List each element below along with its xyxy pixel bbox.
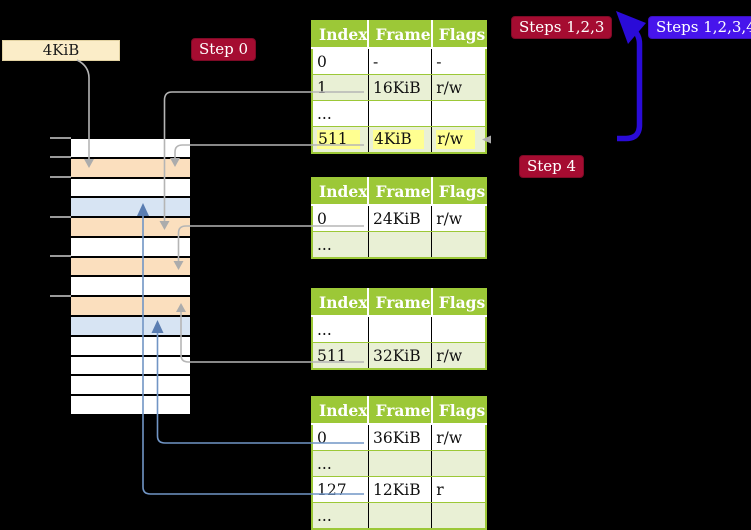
memory-frame-row-peach — [71, 297, 190, 316]
highlighted-value: 511 — [317, 130, 360, 149]
column-header-frame: Frame — [368, 178, 433, 206]
cell-flags: r — [431, 476, 487, 503]
column-header-index: Index — [312, 289, 370, 317]
cell-frame — [368, 100, 433, 127]
cell-flags — [431, 450, 487, 477]
memory-frame-row-blue — [71, 317, 190, 335]
memory-tick — [50, 176, 71, 178]
physical-memory-column — [71, 137, 190, 414]
column-header-index: Index — [312, 178, 370, 206]
cell-frame — [368, 450, 433, 477]
memory-frame-row-white — [71, 178, 190, 197]
memory-frame-row-white — [71, 376, 190, 395]
memory-frame-row-peach — [71, 257, 190, 276]
cell-flags: r/w — [431, 424, 487, 451]
column-header-frame: Frame — [368, 21, 433, 49]
column-header-flags: Flags — [431, 21, 487, 49]
badge-steps-1-2-3: Steps 1,2,3 — [511, 16, 613, 39]
column-header-flags: Flags — [431, 397, 487, 425]
cell-index: ... — [312, 100, 369, 127]
badge-step-4: Step 4 — [519, 155, 585, 178]
cell-frame — [368, 316, 433, 343]
cell-index: 127 — [312, 476, 369, 503]
memory-frame-row-white — [71, 139, 190, 157]
badge-step-0: Step 0 — [191, 38, 257, 61]
memory-tick — [50, 215, 71, 218]
column-header-frame: Frame — [368, 397, 433, 425]
cell-flags: r/w — [431, 205, 487, 232]
page-table-row: 0-- — [312, 48, 487, 75]
memory-frame-row-white — [71, 356, 190, 375]
cell-index: ... — [312, 502, 369, 529]
cell-frame: 36KiB — [368, 424, 433, 451]
cell-frame: 12KiB — [368, 476, 433, 503]
cell-index: 511 — [312, 342, 369, 369]
column-header-index: Index — [312, 397, 370, 425]
page-table-row: ... — [312, 231, 487, 258]
memory-frame-row-peach — [71, 218, 190, 236]
memory-tick — [50, 255, 71, 257]
cell-flags: r/w — [431, 342, 487, 369]
memory-tick — [50, 136, 71, 139]
page-table-row: ... — [312, 316, 487, 343]
cell-index: ... — [312, 316, 369, 343]
cell-frame: - — [368, 48, 433, 75]
cell-flags: r/w — [431, 74, 487, 101]
memory-frame-row-white — [71, 396, 190, 414]
memory-frame-row-white — [71, 277, 190, 296]
cell-frame: 16KiB — [368, 74, 433, 101]
memory-frame-row-blue — [71, 198, 190, 217]
cell-flags — [431, 231, 487, 258]
cell-index: ... — [312, 231, 369, 258]
cell-index: 0 — [312, 48, 369, 75]
memory-frame-row-white — [71, 237, 190, 256]
cell-frame: 4KiB — [368, 126, 433, 153]
cell-flags: r/w — [431, 126, 487, 153]
column-header-flags: Flags — [431, 178, 487, 206]
column-header-frame: Frame — [368, 289, 433, 317]
cell-flags — [431, 316, 487, 343]
frame-size-label: 4KiB — [2, 40, 120, 61]
cell-index: 1 — [312, 74, 369, 101]
page-table-row: ... — [312, 502, 487, 529]
cell-index: 0 — [312, 205, 369, 232]
badge-steps-1-2-3-4: Steps 1,2,3,4 — [648, 16, 751, 39]
page-table-row: ... — [312, 450, 487, 477]
cell-frame — [368, 231, 433, 258]
cell-frame — [368, 502, 433, 529]
memory-frame-row-peach — [71, 158, 190, 177]
thick-steps-arrowhead — [616, 11, 646, 44]
cell-index: 511 — [312, 126, 369, 153]
page-table-row: ... — [312, 100, 487, 127]
memory-tick — [50, 156, 71, 158]
cell-frame: 32KiB — [368, 342, 433, 369]
column-header-flags: Flags — [431, 289, 487, 317]
thick-steps-arrow — [617, 26, 643, 142]
cell-flags — [431, 502, 487, 529]
cell-index: ... — [312, 450, 369, 477]
page-table-row: 511 4KiB r/w — [312, 126, 487, 153]
highlighted-value: 4KiB — [372, 130, 424, 149]
cell-flags — [431, 100, 487, 127]
cell-index: 0 — [312, 424, 369, 451]
memory-tick — [50, 294, 71, 297]
cell-flags: - — [431, 48, 487, 75]
memory-frame-row-white — [71, 336, 190, 355]
column-header-index: Index — [312, 21, 370, 49]
cell-frame: 24KiB — [368, 205, 433, 232]
highlighted-value: r/w — [436, 130, 476, 149]
